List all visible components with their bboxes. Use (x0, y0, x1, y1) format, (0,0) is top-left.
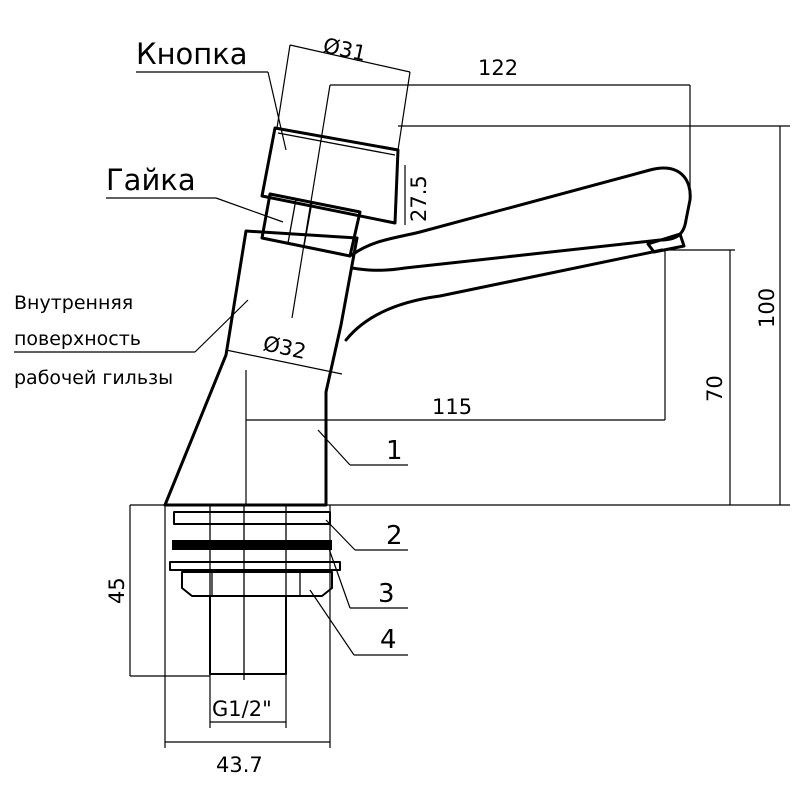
dim-height-base: 45 (105, 577, 129, 604)
dim-button-diameter: Ø31 (321, 33, 368, 65)
part-number-4: 4 (380, 625, 397, 655)
dim-reach-top: 122 (478, 56, 518, 80)
black-gasket (172, 540, 332, 550)
label-inner-surface-3: рабочей гильзы (14, 367, 173, 389)
dimension-lines (129, 44, 790, 748)
push-button (260, 126, 400, 225)
part-number-3: 3 (378, 579, 395, 609)
part-number-1: 1 (386, 436, 403, 466)
part-number-2: 2 (386, 521, 403, 551)
label-inner-surface-1: Внутренняя (14, 292, 133, 314)
dim-thread: G1/2" (212, 697, 272, 721)
label-inner-surface-2: поверхность (14, 328, 141, 350)
label-button: Кнопка (136, 37, 248, 71)
dim-height-spout: 70 (703, 375, 727, 402)
dim-base-width: 43.7 (216, 753, 263, 777)
dim-button-height: 27.5 (407, 175, 431, 222)
dim-height-total: 100 (755, 288, 779, 328)
dim-reach-bottom: 115 (432, 395, 472, 419)
label-nut: Гайка (106, 163, 196, 197)
leader-lines (14, 71, 408, 656)
base-assembly (169, 505, 341, 680)
